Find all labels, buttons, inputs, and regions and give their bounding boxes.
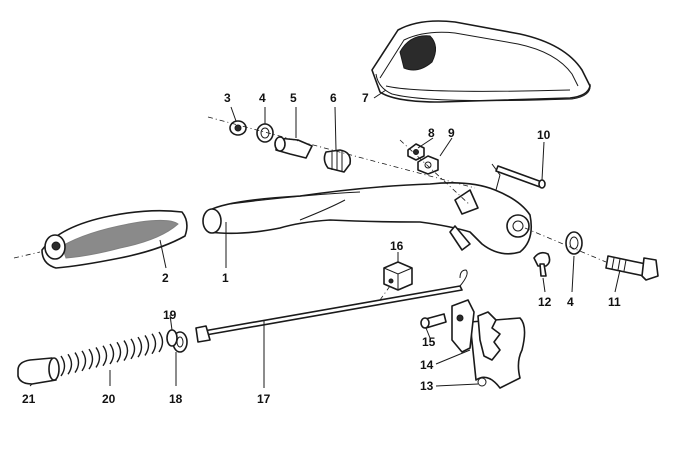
callout-4-right: 4 bbox=[567, 295, 574, 309]
part-4-washer-right bbox=[565, 231, 583, 255]
callout-leaders bbox=[29, 89, 621, 388]
part-1-lever bbox=[202, 163, 533, 255]
part-10-pin bbox=[495, 165, 546, 189]
callout-15: 15 bbox=[422, 335, 436, 349]
callout-3: 3 bbox=[224, 91, 231, 105]
callout-20: 20 bbox=[102, 392, 116, 406]
parts-18-19-washers bbox=[166, 329, 188, 353]
part-11-bolt bbox=[605, 255, 659, 281]
callout-9: 9 bbox=[448, 126, 455, 140]
callout-2: 2 bbox=[162, 271, 169, 285]
parts-8-9-nuts bbox=[407, 143, 439, 175]
callout-19: 19 bbox=[163, 308, 177, 322]
callout-8: 8 bbox=[428, 126, 435, 140]
callout-7: 7 bbox=[362, 91, 369, 105]
callout-16: 16 bbox=[390, 239, 404, 253]
callout-4-top: 4 bbox=[259, 91, 266, 105]
part-2-grip bbox=[41, 209, 188, 269]
callout-10: 10 bbox=[537, 128, 551, 142]
callout-13: 13 bbox=[420, 379, 434, 393]
callout-11: 11 bbox=[608, 295, 621, 309]
part-7-boot bbox=[371, 20, 591, 103]
part-12-screw bbox=[533, 251, 551, 277]
callout-21: 21 bbox=[22, 392, 36, 406]
parts-13-15-ratchet bbox=[420, 299, 526, 389]
assembly-axes bbox=[13, 116, 607, 301]
callout-labels: 3 4 5 6 7 8 9 10 1 2 16 12 4 11 15 14 13… bbox=[22, 91, 621, 406]
callout-17: 17 bbox=[257, 392, 271, 406]
callout-6: 6 bbox=[330, 91, 337, 105]
callout-12: 12 bbox=[538, 295, 552, 309]
callout-5: 5 bbox=[290, 91, 297, 105]
parts-3-6-push-button-set bbox=[229, 120, 352, 173]
part-17-rod bbox=[195, 269, 468, 343]
part-21-end-cap bbox=[17, 357, 60, 385]
callout-1: 1 bbox=[222, 271, 229, 285]
callout-14: 14 bbox=[420, 358, 434, 372]
callout-18: 18 bbox=[169, 392, 183, 406]
part-20-spring bbox=[60, 331, 164, 377]
part-16-block bbox=[383, 261, 413, 291]
